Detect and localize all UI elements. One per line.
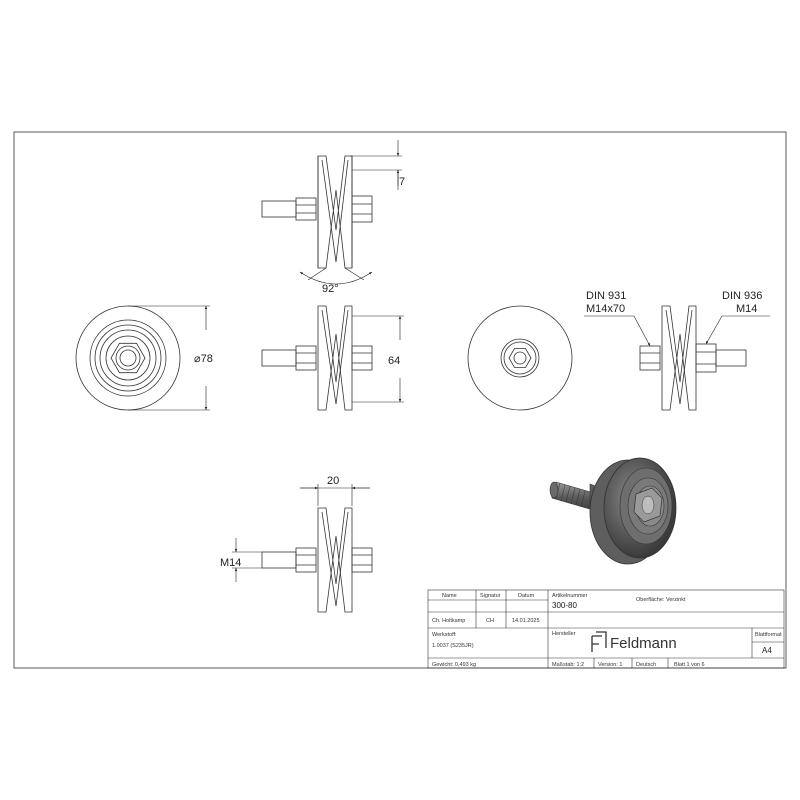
tb-name-label: Name <box>442 593 457 599</box>
tb-format-value: A4 <box>762 646 772 655</box>
callout-bolt-standard: DIN 931 <box>586 290 626 302</box>
tb-signature-value: CH <box>486 618 494 624</box>
dimension-diameter <box>128 305 210 411</box>
dimension-offset <box>350 140 402 190</box>
dimension-angle-label: 92° <box>322 283 339 295</box>
tb-material-label: Werkstoff: <box>432 632 457 638</box>
dimension-offset-label: 7 <box>399 176 405 188</box>
tb-manufacturer-label: Hersteller <box>552 631 576 637</box>
drawing-border <box>13 131 787 669</box>
tb-date-value: 14.01.2025 <box>512 618 540 624</box>
side-view-callouts <box>639 305 747 411</box>
side-view-angle <box>261 155 373 269</box>
tb-version-label: Version: 1 <box>598 662 622 668</box>
tb-surface-label: Oberfläche: Verzinkt <box>636 597 686 603</box>
side-view-width <box>261 507 373 613</box>
front-view-nut-side <box>467 305 573 411</box>
tb-name-value: Ch. Holtkamp <box>432 618 465 624</box>
logo-text: Feldmann <box>610 635 677 652</box>
tb-language-label: Deutsch <box>636 662 656 668</box>
dimension-thread <box>232 538 262 582</box>
dimension-thread-label: M14 <box>220 557 241 569</box>
tb-article-value: 300-80 <box>552 601 577 610</box>
dimension-width-label: 20 <box>327 475 339 487</box>
title-block <box>427 589 785 669</box>
dimension-diameter-label: ⌀78 <box>194 353 213 365</box>
tb-scale-label: Maßstab: 1:2 <box>552 662 584 668</box>
callout-nut-size: M14 <box>736 303 757 315</box>
feldmann-logo-icon <box>591 631 607 652</box>
tb-date-label: Datum <box>518 593 535 599</box>
dimension-width <box>300 484 370 506</box>
dimension-height-label: 64 <box>388 355 400 367</box>
callout-nut-standard: DIN 936 <box>722 290 762 302</box>
dimension-angle <box>299 267 373 285</box>
tb-signature-label: Signatur <box>480 593 501 599</box>
dimension-height <box>352 315 404 403</box>
tb-material-value: 1.0037 (S235JR) <box>432 643 474 649</box>
isometric-render <box>549 457 677 565</box>
front-view-bolt-side <box>75 305 181 411</box>
callout-bolt-size: M14x70 <box>586 303 625 315</box>
tb-sheet-label: Blatt 1 von 6 <box>674 662 705 668</box>
tb-weight-label: Gewicht: 0,493 kg <box>432 662 476 668</box>
callout-leaders <box>584 315 770 347</box>
tb-format-label: Blattformat <box>755 632 782 638</box>
tb-article-label: Artikelnummer <box>552 593 588 599</box>
side-view-height <box>261 305 373 411</box>
